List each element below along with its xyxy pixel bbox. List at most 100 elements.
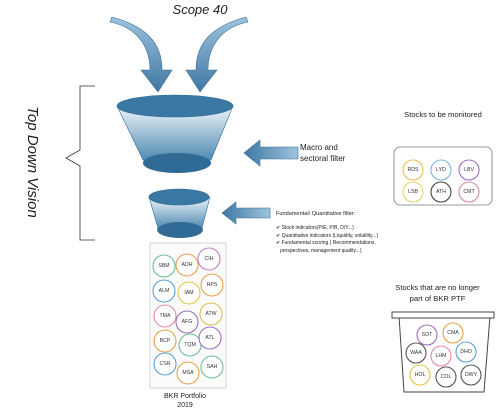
stock-bubble-ring: [430, 181, 452, 203]
monitored-bubbles: RDS LYD LBV LSB ATH CMT: [402, 159, 480, 203]
stock-bubble-alm: ALM: [152, 279, 176, 303]
stock-bubble-sbm: SBM: [152, 254, 176, 278]
stock-bubble-ring: [402, 159, 424, 181]
portfolio-label-line2: 2019: [177, 402, 193, 409]
stock-ticker: HOL: [415, 372, 426, 378]
no-longer-title-line2: part of BKR PTF: [409, 294, 466, 303]
stock-ticker: SOT: [422, 332, 433, 338]
stock-bubble-cmt: CMT: [458, 181, 480, 203]
stock-bubble-lbv: LBV: [458, 159, 480, 181]
stock-ticker: LBV: [464, 167, 474, 173]
stock-ticker: ADH: [182, 262, 193, 268]
stock-bubble-ring: [455, 341, 477, 363]
stock-bubble-ring: [405, 342, 427, 364]
macro-filter-label-line2: sectoral filter: [300, 154, 346, 163]
stock-bubble-lyd: LYD: [430, 159, 452, 181]
fundamental-filter-item-continued: perspectives, management quality...): [280, 247, 362, 254]
stock-ticker: ATL: [205, 335, 214, 341]
stock-bubble-sah: SAH: [200, 355, 224, 379]
stock-bubble-ring: [458, 159, 480, 181]
stock-ticker: CSR: [160, 361, 171, 367]
stock-ticker: COL: [441, 374, 452, 380]
stock-bubble-ring: [197, 247, 221, 271]
stock-bubble-ring: [200, 355, 224, 379]
stock-ticker: CMA: [447, 330, 459, 336]
stock-bubble-lhm: LHM: [430, 345, 452, 367]
stock-ticker: ALM: [159, 288, 170, 294]
stock-bubble-ring: [177, 281, 201, 305]
stock-ticker: HPS: [207, 282, 218, 288]
stock-bubble-sot: SOT: [416, 324, 438, 346]
stock-bubble-ring: [458, 181, 480, 203]
stock-bubble-afg: AFG: [175, 310, 199, 334]
stock-bubble-hps: HPS: [200, 273, 224, 297]
stock-bubble-cih: CIH: [197, 247, 221, 271]
scope-title: Scope 40: [172, 2, 228, 17]
stock-bubble-msa: MSA: [176, 361, 200, 385]
fundamental-filter-item: ✔ Stock indicators(P/E, P/B, D/Y...): [276, 225, 354, 231]
stock-bubble-ring: [198, 326, 222, 350]
stock-ticker: MSA: [182, 370, 194, 376]
stock-ticker: RDS: [408, 167, 419, 173]
stock-bubble-ring: [200, 273, 224, 297]
stock-bubble-ring: [153, 304, 177, 328]
stock-bubble-lsb: LSB: [402, 181, 424, 203]
stock-ticker: LHM: [436, 353, 447, 359]
upper-funnel-rim: [116, 94, 234, 118]
stock-bubble-ring: [153, 352, 177, 376]
stock-bubble-ring: [402, 181, 424, 203]
left-curved-arrow: [109, 16, 173, 93]
top-down-bracket: [65, 85, 95, 241]
stock-bubble-ring: [199, 302, 223, 326]
fundamental-filter-item: ✔ Quantitative indicators (Liquidity, vo…: [276, 232, 379, 239]
macro-filter-label-line1: Macro and: [300, 143, 338, 152]
stock-bubble-atl: ATL: [198, 326, 222, 350]
stock-ticker: TMA: [160, 313, 171, 319]
stock-ticker: DWY: [465, 372, 478, 378]
stock-bubble-rds: RDS: [402, 159, 424, 181]
stock-ticker: CMT: [463, 189, 475, 195]
basket-icon: [391, 311, 495, 393]
stock-bubble-ring: [152, 254, 176, 278]
macro-filter-label: Macro and sectoral filter: [300, 142, 345, 164]
stock-ticker: ATH: [436, 189, 446, 195]
stock-bubble-ring: [460, 364, 482, 386]
lower-funnel-base: [157, 222, 203, 238]
stock-ticker: CIH: [205, 256, 214, 262]
stock-ticker: AFG: [182, 319, 193, 325]
no-longer-title-line1: Stocks that are no longer: [395, 283, 480, 292]
stock-bubble-ath: ATH: [430, 181, 452, 203]
fundamental-filter-list: ✔ Stock indicators(P/E, P/B, D/Y...) ✔ Q…: [276, 225, 378, 255]
stock-bubble-tma: TMA: [153, 304, 177, 328]
portfolio-label: BKR Portfolio 2019: [140, 392, 230, 410]
stock-ticker: LSB: [408, 189, 418, 195]
stock-ticker: BCP: [160, 338, 171, 344]
stock-bubble-adh: ADH: [175, 253, 199, 277]
stock-bubble-ring: [152, 279, 176, 303]
stock-ticker: SAH: [207, 364, 218, 370]
stock-bubble-tqm: TQM: [178, 333, 202, 357]
stock-bubble-ring: [416, 324, 438, 346]
fundamental-filter-item: ✔ Fundamental scoring ( Recommendations,: [276, 240, 376, 246]
stock-ticker: TQM: [184, 342, 196, 348]
stock-bubble-ring: [435, 366, 457, 388]
stock-bubble-csr: CSR: [153, 352, 177, 376]
stock-ticker: SBM: [158, 263, 169, 269]
stock-ticker: LYD: [436, 167, 446, 173]
fundamental-filter-title: Fundamental/ Quantitative filter:: [276, 211, 356, 217]
lower-funnel-rim: [148, 188, 210, 206]
stock-bubble-iam: IAM: [177, 281, 201, 305]
monitored-stocks-title: Stocks to be monitored: [404, 110, 482, 119]
stock-ticker: DHO: [460, 349, 472, 355]
stock-ticker: ATW: [205, 311, 216, 317]
top-down-vision-label: Top Down Vision: [24, 106, 41, 218]
stock-bubble-ring: [176, 361, 200, 385]
stock-ticker: IAM: [184, 290, 193, 296]
stock-bubble-hol: HOL: [409, 364, 431, 386]
stock-bubble-ring: [409, 364, 431, 386]
stock-bubble-atw: ATW: [199, 302, 223, 326]
fundamental-filter-arrow: [221, 201, 271, 225]
right-curved-arrow: [185, 16, 249, 93]
